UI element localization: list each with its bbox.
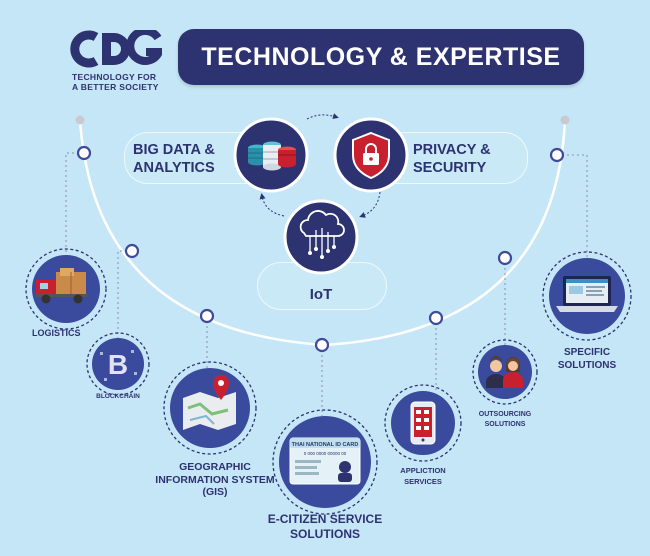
node-dot-gis [199, 308, 215, 324]
ecitizen-label-line2: SOLUTIONS [289, 527, 360, 541]
outsourcing-label-line1: OUTSOURCING [478, 411, 532, 418]
outsourcing-label: OUTSOURCING SOLUTIONS [465, 410, 545, 430]
privacy-label-line2: SECURITY [413, 160, 487, 176]
iot-label: IoT [309, 286, 333, 303]
node-dot-outsourcing [497, 250, 513, 266]
smartphone-icon [384, 384, 462, 462]
privacy-label: PRIVACY & SECURITY [413, 141, 491, 177]
big-data-label: BIG DATA & ANALYTICS [133, 141, 215, 177]
app-label-line1: APPLICTION [400, 466, 446, 475]
node-dot-specific [549, 147, 565, 163]
database-icon [233, 117, 309, 193]
id-card-number: 0 000 0000 00000 00 [304, 451, 347, 456]
specific-label-line2: SOLUTIONS [557, 360, 617, 371]
cloud-circuit-icon [283, 199, 359, 275]
big-data-label-line2: ANALYTICS [133, 160, 215, 176]
node-dot-app [428, 310, 444, 326]
truck-icon [25, 248, 107, 330]
gis-label-line2: INFORMATION SYSTEM [155, 473, 275, 486]
id-card-header: THAI NATIONAL ID CARD [292, 442, 359, 448]
blockchain-b-icon: B [86, 332, 150, 396]
privacy-label-line1: PRIVACY & [413, 142, 491, 158]
gis-label: GEOGRAPHIC INFORMATION SYSTEM (GIS) [140, 461, 290, 499]
laptop-icon [542, 251, 632, 341]
id-card-icon: THAI NATIONAL ID CARD 0 000 0000 00000 0… [272, 409, 378, 515]
blockchain-label: BLOCKCHAIN [96, 393, 140, 400]
logistics-label: LOGISTICS [32, 328, 81, 338]
arc-end-left [75, 115, 85, 125]
node-dot-blockchain [124, 243, 140, 259]
app-label-line2: SERVICES [404, 476, 442, 486]
cdg-logo [66, 26, 166, 73]
node-dot-logistics [76, 145, 92, 161]
big-data-label-line1: BIG DATA & [133, 142, 215, 158]
node-dot-ecitizen [314, 337, 330, 353]
specific-label-line1: SPECIFIC [563, 347, 611, 358]
shield-lock-icon [333, 117, 409, 193]
ecitizen-label-line1: E-CITIZEN SERVICE [267, 512, 383, 526]
svg-text:B: B [108, 349, 128, 380]
title-banner: TECHNOLOGY & EXPERTISE [178, 29, 584, 85]
gis-label-line1: GEOGRAPHIC [179, 461, 251, 473]
page-title: TECHNOLOGY & EXPERTISE [201, 43, 561, 71]
logo-tagline-line2: A BETTER SOCIETY [72, 82, 159, 92]
app-label: APPLICTION SERVICES [383, 466, 463, 487]
map-pin-icon [163, 361, 257, 455]
ecitizen-label: E-CITIZEN SERVICE SOLUTIONS [245, 512, 405, 542]
specific-label: SPECIFIC SOLUTIONS [545, 346, 629, 372]
outsourcing-label-line2: SOLUTIONS [484, 421, 526, 428]
gis-label-line3: (GIS) [202, 486, 228, 498]
logo-tagline: TECHNOLOGY FOR A BETTER SOCIETY [72, 72, 159, 92]
logo-tagline-line1: TECHNOLOGY FOR [72, 72, 157, 82]
people-icon [472, 339, 538, 405]
arc-end-right [560, 115, 570, 125]
